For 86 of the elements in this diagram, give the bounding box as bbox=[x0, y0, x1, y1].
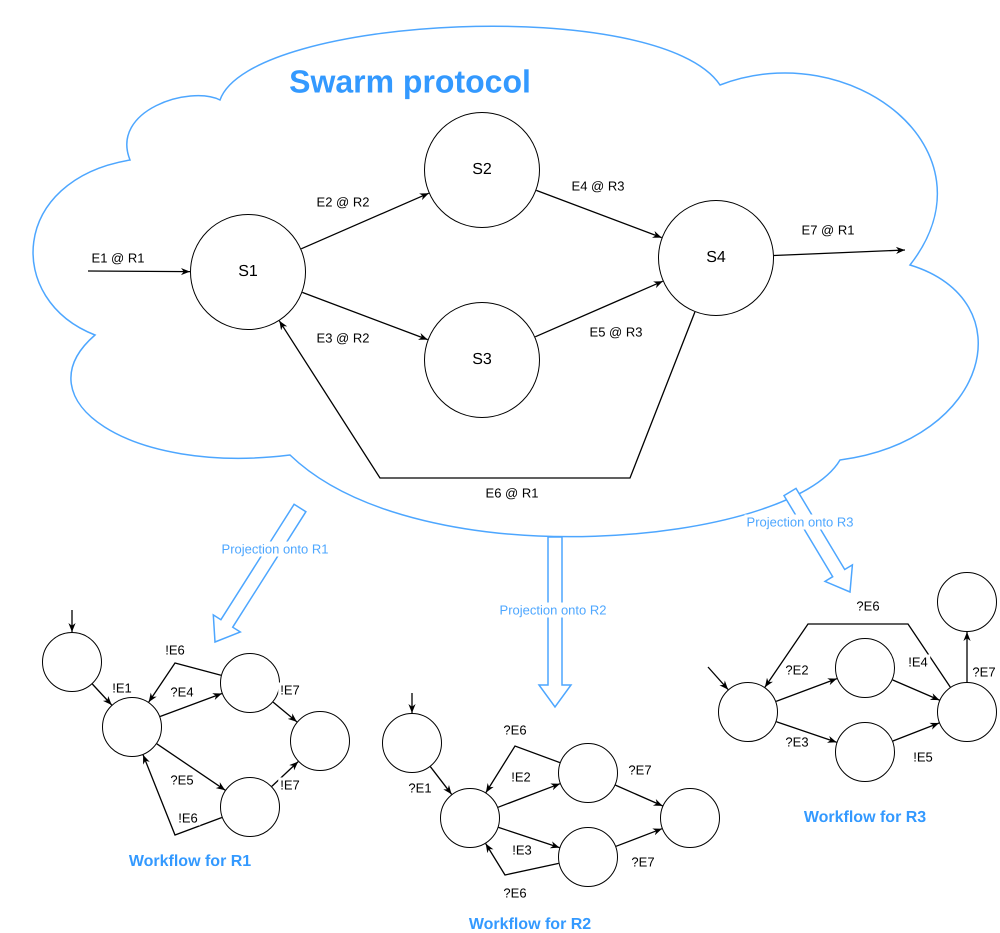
cloud-label: Swarm protocol bbox=[289, 64, 531, 100]
state-circle bbox=[937, 682, 997, 742]
state-circle bbox=[102, 697, 162, 757]
edge-label: Projection onto R1 bbox=[220, 542, 330, 556]
edge-label: ?E7 bbox=[629, 854, 657, 870]
arrow bbox=[892, 679, 940, 701]
arrow bbox=[615, 784, 663, 806]
arrow bbox=[892, 722, 940, 742]
arrow bbox=[536, 190, 662, 238]
state-circle bbox=[937, 572, 997, 632]
arrow bbox=[156, 743, 226, 791]
edge-label: !E3 bbox=[510, 842, 534, 858]
state-circle bbox=[424, 302, 540, 418]
edge-label: Projection onto R2 bbox=[498, 602, 608, 618]
state-label: S4 bbox=[706, 249, 726, 267]
arrow bbox=[271, 761, 299, 787]
state-circle bbox=[42, 632, 102, 692]
arrow bbox=[498, 826, 560, 848]
state-circle bbox=[658, 200, 774, 316]
edge-label: ?E7 bbox=[626, 762, 654, 778]
arrow bbox=[963, 632, 971, 682]
edge-label: ?E5 bbox=[168, 772, 196, 788]
state-circle bbox=[558, 743, 618, 803]
state-circle bbox=[290, 711, 350, 771]
workflow-caption: Workflow for R2 bbox=[468, 916, 592, 933]
edge-label: ?E1 bbox=[406, 780, 434, 796]
edge-label: !E6 bbox=[163, 642, 187, 658]
state-circle bbox=[440, 788, 500, 848]
edge-label: E5 @ R3 bbox=[588, 324, 644, 340]
arrow bbox=[92, 684, 112, 706]
arrow bbox=[616, 828, 662, 847]
workflow-caption: Workflow for R3 bbox=[804, 809, 926, 827]
state-circle bbox=[382, 713, 442, 773]
edge-label: ?E2 bbox=[783, 662, 811, 678]
state-circle bbox=[835, 638, 895, 698]
arrow bbox=[764, 623, 951, 688]
arrow bbox=[302, 292, 428, 340]
arrow bbox=[68, 610, 76, 632]
edge-label: ?E7 bbox=[970, 664, 998, 680]
arrow bbox=[534, 280, 664, 338]
arrow bbox=[278, 312, 696, 479]
edge-label: ?E6 bbox=[501, 722, 529, 738]
state-circle bbox=[718, 682, 778, 742]
state-label: S2 bbox=[472, 161, 492, 179]
edge-label: !E4 bbox=[906, 654, 930, 670]
edge-label: ?E3 bbox=[783, 734, 811, 750]
edge-label: !E6 bbox=[176, 810, 200, 826]
arrow bbox=[708, 666, 729, 690]
state-circle bbox=[424, 112, 540, 228]
edge-label: E4 @ R3 bbox=[570, 178, 626, 194]
edge-label: E1 @ R1 bbox=[90, 250, 146, 266]
workflow-caption: Workflow for R1 bbox=[128, 853, 252, 871]
edge-label: !E1 bbox=[110, 680, 134, 696]
arrow bbox=[774, 246, 906, 256]
arrow bbox=[160, 692, 222, 718]
projection-arrow bbox=[538, 536, 572, 708]
edge-label: E3 @ R2 bbox=[314, 330, 372, 346]
edge-label: !E7 bbox=[278, 778, 302, 792]
edge-label: !E2 bbox=[509, 770, 533, 784]
state-label: S3 bbox=[472, 351, 492, 369]
arrow bbox=[300, 192, 430, 250]
arrow bbox=[776, 721, 837, 743]
edge-label: Projection onto R3 bbox=[744, 514, 856, 530]
arrow bbox=[485, 745, 560, 793]
arrow bbox=[498, 783, 560, 808]
edge-label: !E5 bbox=[911, 750, 935, 764]
arrow bbox=[148, 662, 222, 702]
state-circle bbox=[660, 788, 720, 848]
edge-label: E2 @ R2 bbox=[314, 194, 372, 210]
edge-label: ?E6 bbox=[501, 886, 529, 900]
edge-label: !E7 bbox=[278, 682, 302, 698]
arrow bbox=[776, 678, 838, 702]
edge-label: E7 @ R1 bbox=[800, 222, 856, 238]
edge-label: ?E4 bbox=[168, 684, 196, 700]
state-circle bbox=[835, 722, 895, 782]
edge-label: E6 @ R1 bbox=[484, 486, 540, 500]
state-label: S1 bbox=[238, 263, 258, 281]
arrow bbox=[272, 702, 298, 722]
arrow bbox=[142, 754, 222, 836]
state-circle bbox=[190, 214, 306, 330]
arrow bbox=[88, 268, 190, 276]
arrow bbox=[485, 843, 559, 876]
arrow bbox=[430, 766, 452, 795]
edge-label: ?E6 bbox=[854, 598, 882, 614]
state-circle bbox=[558, 827, 618, 887]
arrow bbox=[408, 693, 416, 713]
